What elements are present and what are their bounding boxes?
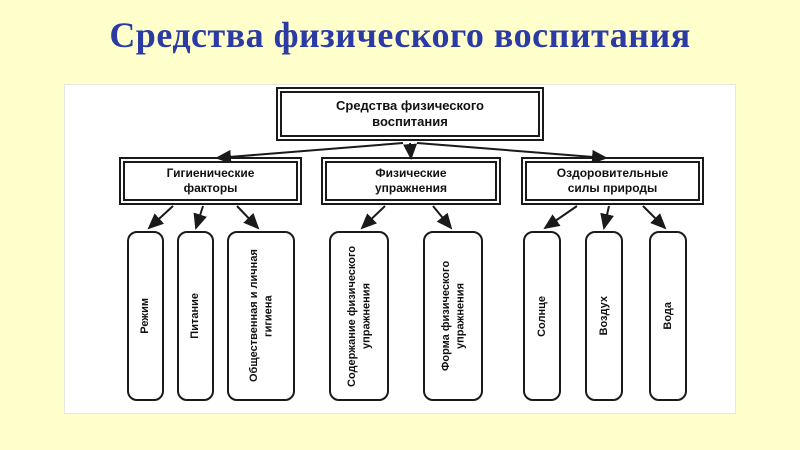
leaf-nutrition: Питание	[177, 231, 214, 401]
branch-hygienic-factors: Гигиенические факторы	[119, 157, 302, 205]
leaf-label: Общественная и личная гигиена	[247, 249, 274, 383]
leaf-exercise-form: Форма физического упражнения	[423, 231, 483, 401]
branch-label: Оздоровительные силы природы	[556, 166, 669, 195]
leaf-regime: Режим	[127, 231, 164, 401]
leaf-label: Вода	[661, 302, 674, 330]
leaf-sun: Солнце	[523, 231, 561, 401]
leaf-exercise-content: Содержание физического упражнения	[329, 231, 389, 401]
leaf-label: Питание	[189, 293, 202, 339]
branch-label: Гигиенические факторы	[166, 166, 255, 195]
root-node: Средства физического воспитания	[276, 87, 544, 141]
slide: Средства физического воспитания	[0, 0, 800, 414]
leaf-label: Воздух	[597, 296, 610, 336]
slide-title: Средства физического воспитания	[109, 15, 691, 55]
leaf-air: Воздух	[585, 231, 623, 401]
leaf-label: Содержание физического упражнения	[345, 245, 372, 387]
leaf-public-personal-hygiene: Общественная и личная гигиена	[227, 231, 295, 401]
root-node-label: Средства физического воспитания	[335, 97, 484, 129]
branch-physical-exercises: Физические упражнения	[321, 157, 501, 205]
diagram-panel: Средства физического воспитания Гигиенич…	[64, 84, 736, 414]
leaf-label: Режим	[139, 298, 152, 334]
leaf-label: Форма физического упражнения	[439, 260, 466, 372]
leaf-label: Солнце	[535, 295, 548, 337]
branch-nature-forces: Оздоровительные силы природы	[521, 157, 704, 205]
leaf-water: Вода	[649, 231, 687, 401]
branch-label: Физические упражнения	[375, 166, 447, 195]
